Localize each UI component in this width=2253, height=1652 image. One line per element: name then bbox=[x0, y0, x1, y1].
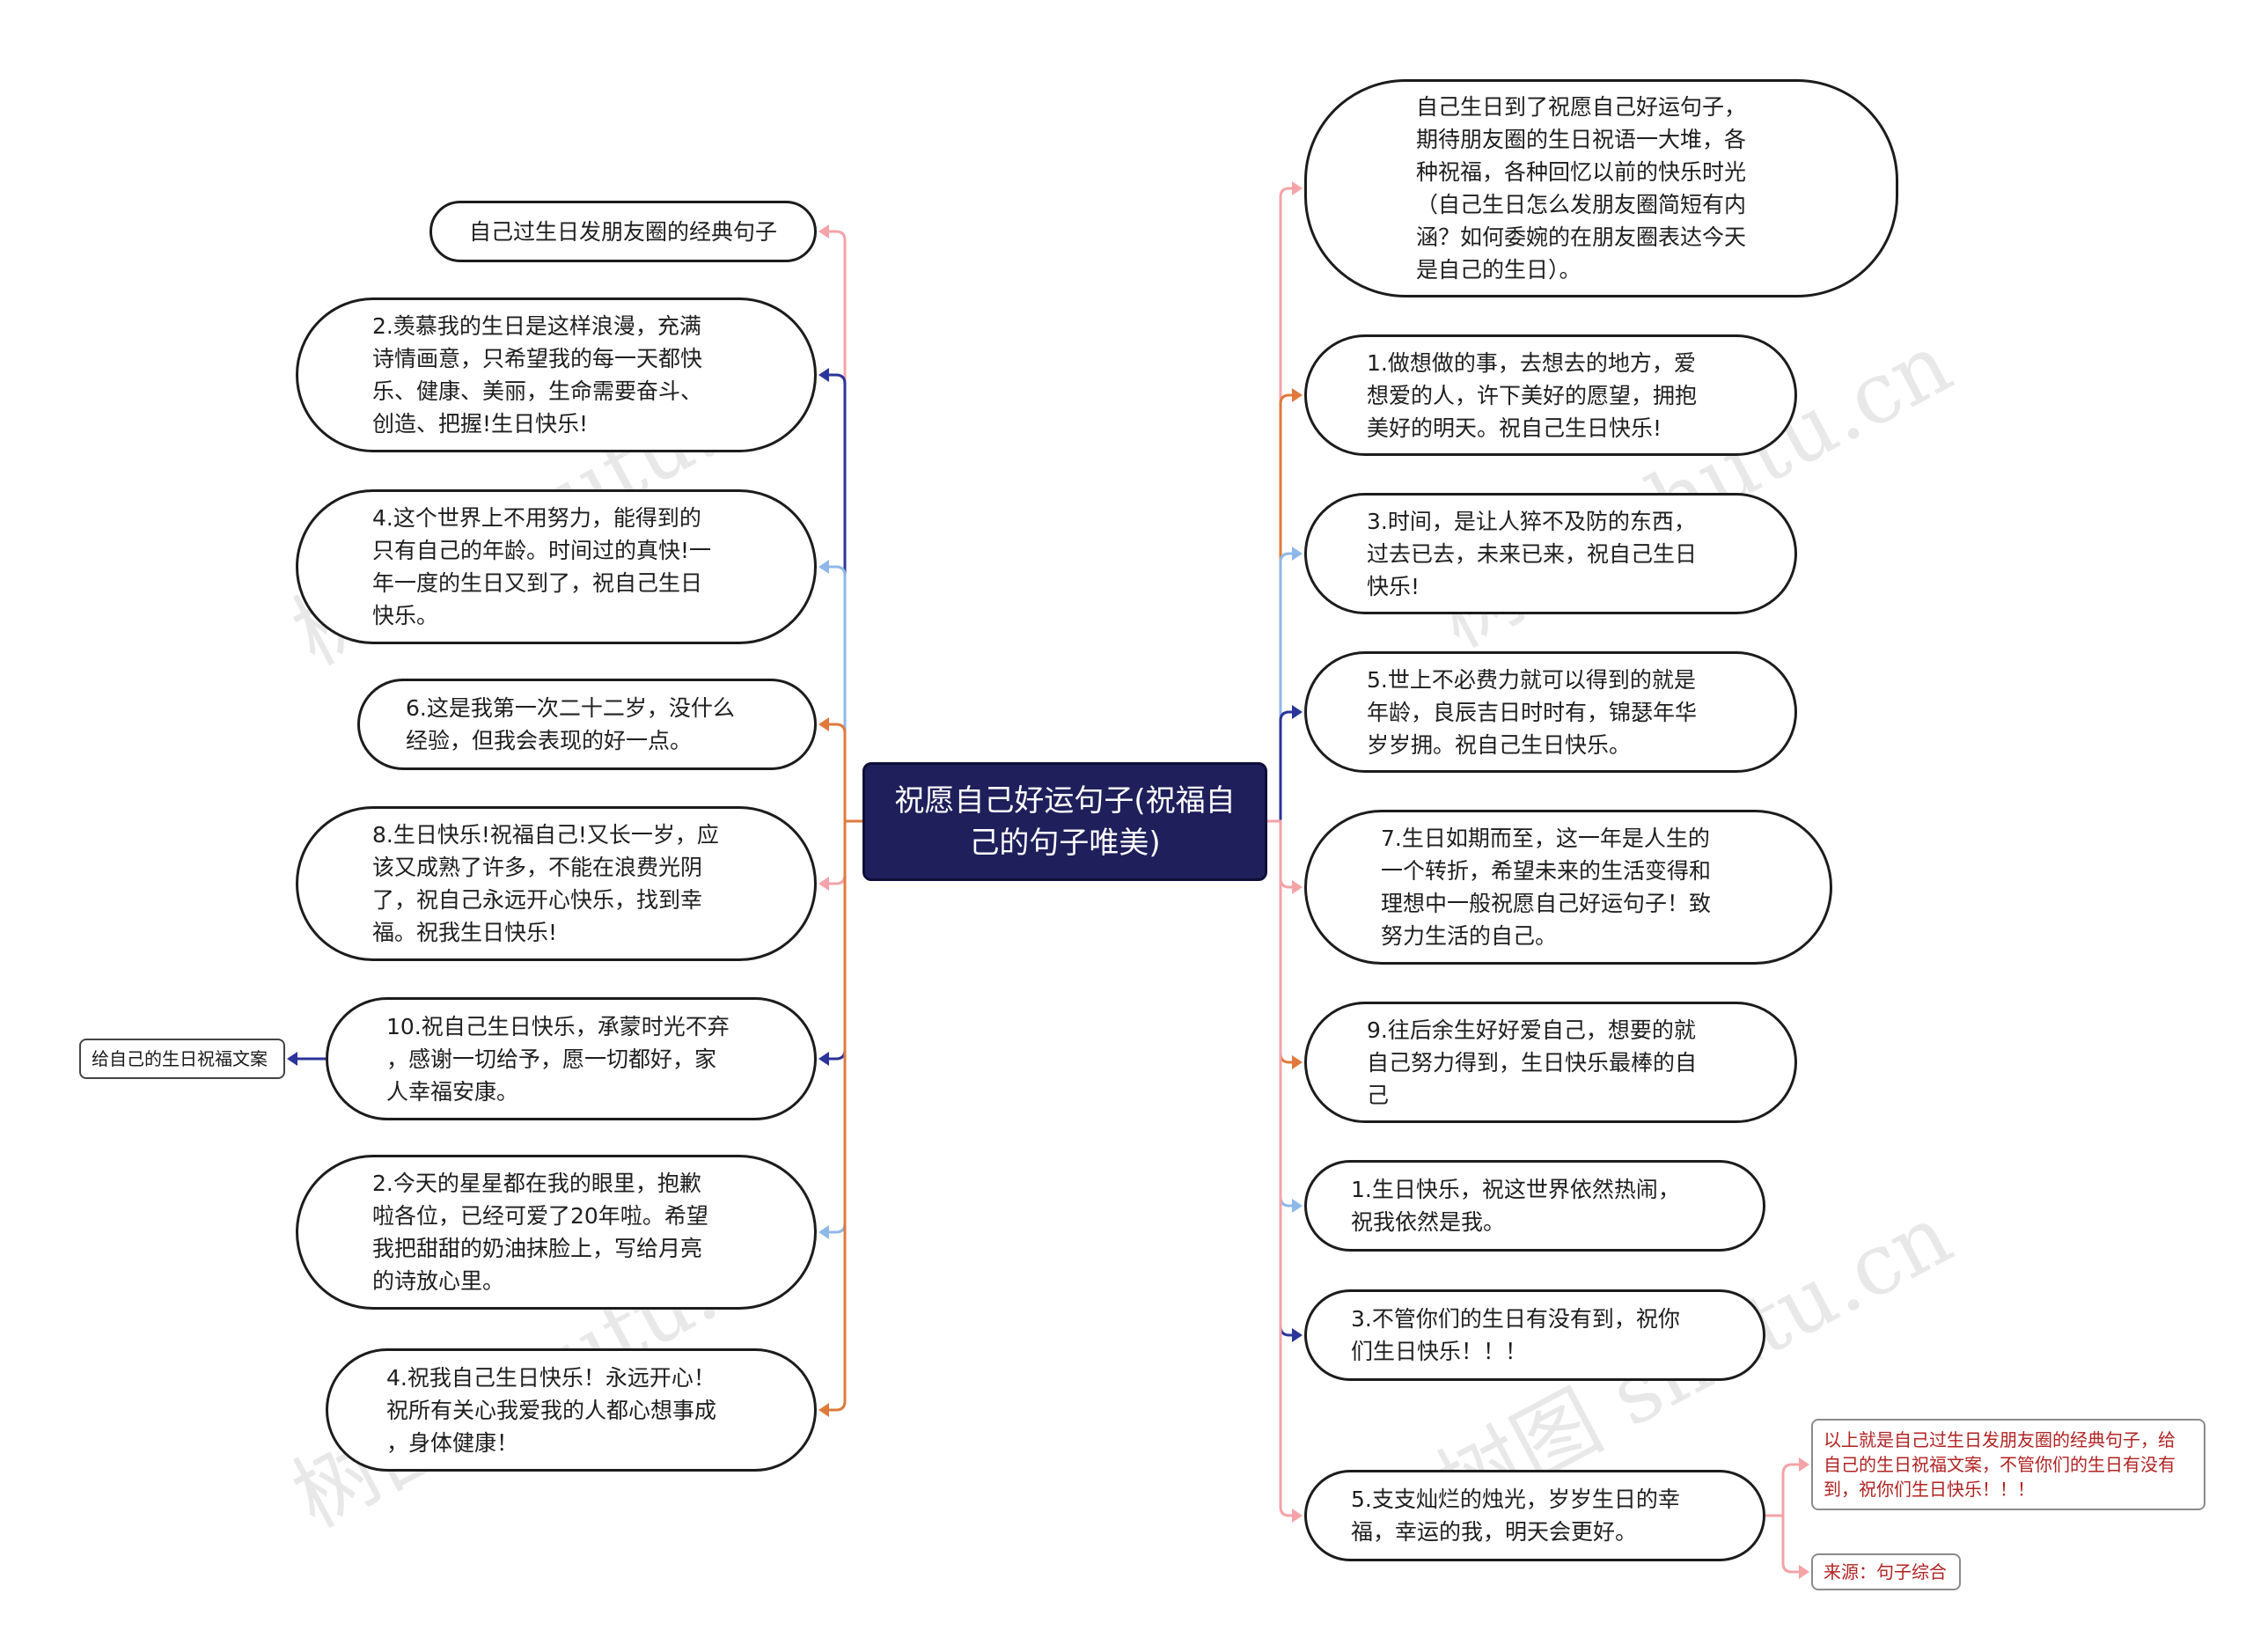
right-connector bbox=[1267, 819, 1299, 1517]
arrowhead bbox=[1292, 1199, 1303, 1213]
right-connector bbox=[1267, 552, 1299, 823]
arrowhead bbox=[1292, 1055, 1303, 1069]
right-leaf-note[interactable]: 以上就是自己过生日发朋友圈的经典句子，给 自己的生日祝福文案，不管你们的生日有没… bbox=[1811, 1419, 2205, 1510]
left-connector bbox=[820, 230, 862, 823]
right-branch-node[interactable]: 5.世上不必费力就可以得到的就是 年龄，良辰吉日时时有，锦瑟年华 岁岁拥。祝自己… bbox=[1304, 651, 1797, 773]
arrowhead bbox=[1799, 1565, 1809, 1579]
right-branch-node[interactable]: 自己生日到了祝愿自己好运句子， 期待朋友圈的生日祝语一大堆，各 种祝福，各种回忆… bbox=[1304, 79, 1898, 297]
right-branch-node[interactable]: 5.支支灿烂的烛光，岁岁生日的幸 福，幸运的我，明天会更好。 bbox=[1304, 1470, 1765, 1561]
left-branch-node[interactable]: 4.这个世界上不用努力，能得到的 只有自己的年龄。时间过的真快!一 年一度的生日… bbox=[296, 489, 817, 644]
right-leaf-connector bbox=[1781, 1516, 1804, 1574]
arrowhead bbox=[818, 1052, 829, 1066]
left-branch-node[interactable]: 4.祝我自己生日快乐！永远开心！ 祝所有关心我爱我的人都心想事成 ，身体健康！ bbox=[326, 1348, 817, 1472]
arrowhead bbox=[818, 368, 829, 382]
arrowhead bbox=[818, 1225, 829, 1239]
arrowhead bbox=[1292, 181, 1303, 195]
left-branch-node[interactable]: 10.祝自己生日快乐，承蒙时光不弃 ，感谢一切给予，愿一切都好，家 人幸福安康。 bbox=[326, 997, 817, 1120]
central-topic[interactable]: 祝愿自己好运句子(祝福自 己的句子唯美) bbox=[862, 762, 1267, 881]
right-branch-node[interactable]: 1.做想做的事，去想去的地方，爱 想爱的人，许下美好的愿望，拥抱 美好的明天。祝… bbox=[1304, 334, 1797, 456]
right-connector bbox=[1267, 187, 1299, 823]
right-connector bbox=[1267, 819, 1299, 889]
arrowhead bbox=[818, 717, 829, 731]
right-branch-node[interactable]: 9.往后余生好好爱自己，想要的就 自己努力得到，生日快乐最棒的自 己 bbox=[1304, 1002, 1797, 1123]
arrowhead bbox=[1292, 1328, 1303, 1342]
left-connector bbox=[820, 373, 862, 823]
right-connector bbox=[1267, 819, 1299, 1064]
left-connector bbox=[820, 723, 862, 823]
arrowhead bbox=[1292, 388, 1303, 402]
left-branch-node[interactable]: 6.这是我第一次二十二岁，没什么 经验，但我会表现的好一点。 bbox=[357, 679, 817, 770]
right-branch-node[interactable]: 3.时间，是让人猝不及防的东西， 过去已去，未来已来，祝自己生日 快乐! bbox=[1304, 493, 1797, 614]
right-leaf-source[interactable]: 来源：句子综合 bbox=[1811, 1553, 1961, 1590]
left-connector bbox=[820, 819, 862, 885]
left-connector bbox=[820, 819, 862, 1061]
arrowhead bbox=[287, 1052, 297, 1066]
left-branch-node[interactable]: 2.羡慕我的生日是这样浪漫，充满 诗情画意，只希望我的每一天都快 乐、健康、美丽… bbox=[296, 297, 817, 452]
left-leaf-node[interactable]: 给自己的生日祝福文案 bbox=[79, 1039, 285, 1079]
right-branch-node[interactable]: 3.不管你们的生日有没有到，祝你 们生日快乐！！！ bbox=[1304, 1289, 1765, 1381]
arrowhead bbox=[1292, 705, 1303, 719]
arrowhead bbox=[818, 560, 829, 574]
right-leaf-connector bbox=[1765, 1463, 1804, 1517]
arrowhead bbox=[1292, 547, 1303, 561]
arrowhead bbox=[818, 224, 829, 239]
left-branch-node[interactable]: 2.今天的星星都在我的眼里，抱歉 啦各位，已经可爱了20年啦。希望 我把甜甜的奶… bbox=[296, 1155, 817, 1310]
right-branch-node[interactable]: 1.生日快乐，祝这世界依然热闹， 祝我依然是我。 bbox=[1304, 1160, 1765, 1252]
arrowhead bbox=[1799, 1457, 1809, 1472]
arrowhead bbox=[1292, 1509, 1303, 1523]
right-connector bbox=[1267, 393, 1299, 823]
arrowhead bbox=[818, 877, 829, 891]
left-connector bbox=[820, 819, 862, 1412]
arrowhead bbox=[1292, 880, 1303, 894]
right-branch-node[interactable]: 7.生日如期而至，这一年是人生的 一个转折，希望未来的生活变得和 理想中一般祝愿… bbox=[1304, 810, 1832, 965]
left-branch-node[interactable]: 自己过生日发朋友圈的经典句子 bbox=[429, 201, 817, 262]
right-connector bbox=[1267, 819, 1299, 1208]
left-connector bbox=[820, 565, 862, 823]
right-connector bbox=[1267, 819, 1299, 1337]
arrowhead bbox=[818, 1403, 829, 1417]
right-connector bbox=[1267, 710, 1299, 823]
left-branch-node[interactable]: 8.生日快乐!祝福自己!又长一岁，应 该又成熟了许多，不能在浪费光阴 了，祝自己… bbox=[296, 806, 817, 961]
